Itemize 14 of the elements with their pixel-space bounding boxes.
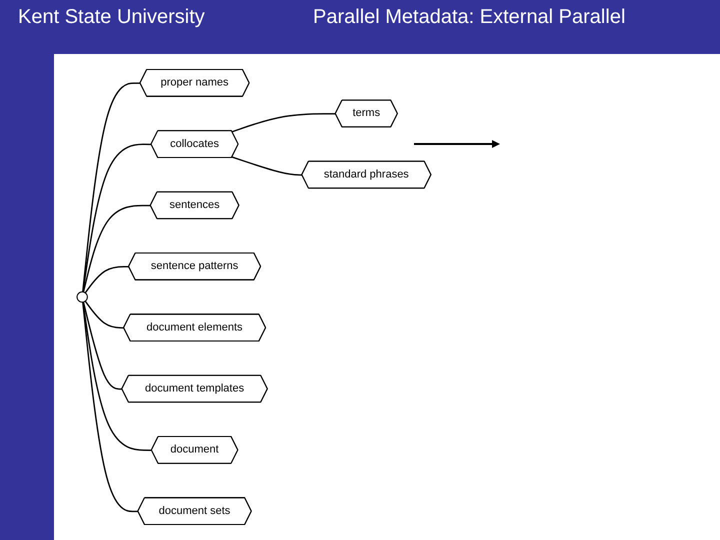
slide-title: Parallel Metadata: External Parallel [313, 6, 626, 29]
connector [232, 156, 302, 176]
connector [84, 266, 129, 294]
connector [82, 302, 138, 512]
node-circle [76, 291, 88, 303]
organization-name: Kent State University [18, 6, 205, 29]
connector [82, 302, 122, 390]
connector [82, 82, 140, 292]
connector [84, 300, 124, 329]
connector [82, 302, 152, 451]
connector [232, 113, 336, 132]
connector [82, 144, 152, 292]
slide-background: proper names collocates terms standard phrases sentences sentence patterns document elements document templates document document sets [54, 54, 720, 540]
connector [82, 204, 151, 292]
